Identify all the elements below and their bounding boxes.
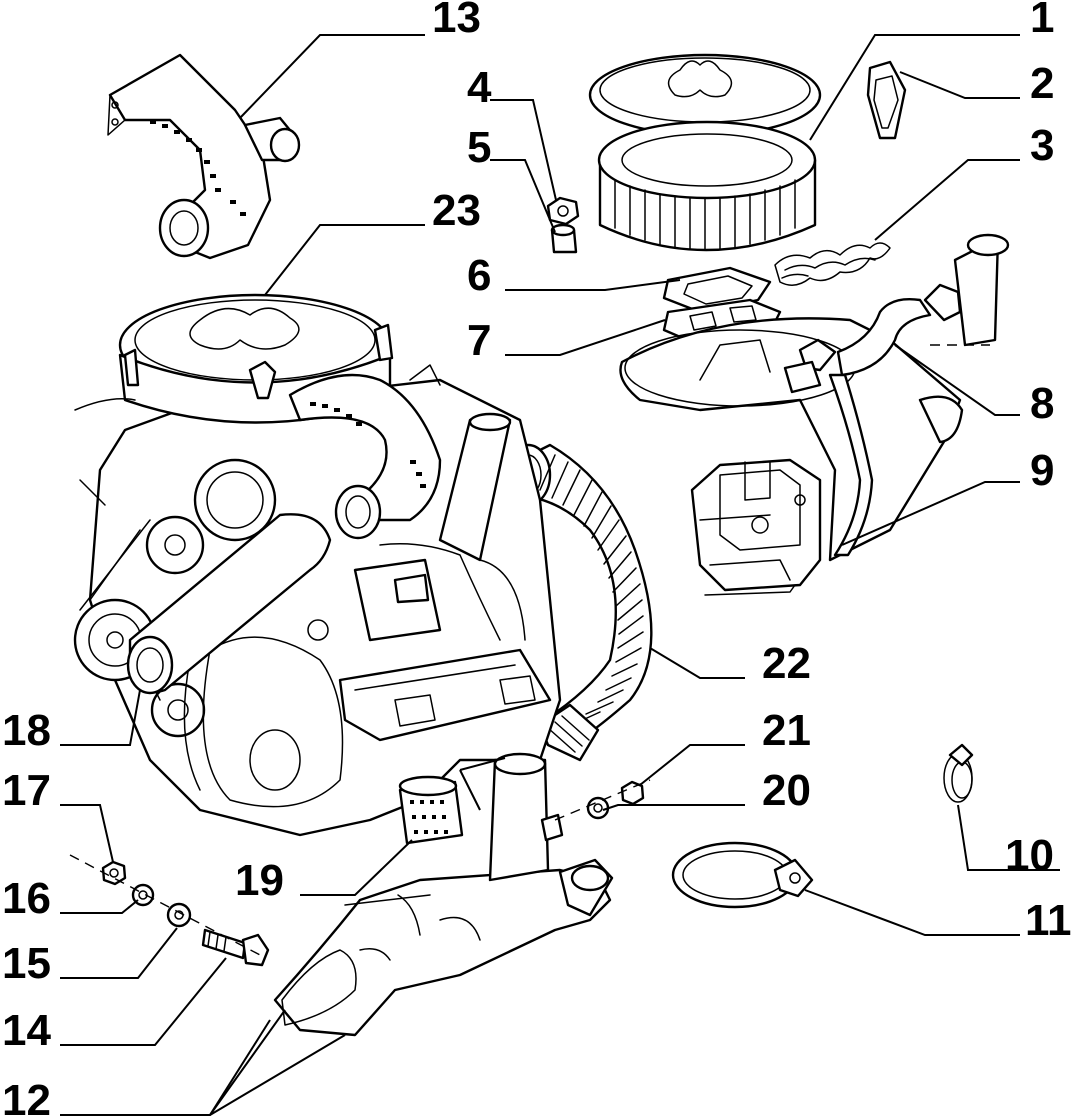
callout-17: 17 (2, 766, 51, 815)
air-filter-lid-and-element (588, 53, 822, 252)
callout-4: 4 (467, 63, 492, 112)
callout-9: 9 (1030, 446, 1054, 495)
spring-clip-part (866, 60, 907, 140)
callout-22: 22 (762, 639, 811, 688)
callout-23: 23 (432, 186, 481, 235)
carburetor-part (690, 458, 822, 596)
callout-14: 14 (2, 1006, 51, 1055)
callout-1: 1 (1030, 0, 1054, 42)
callout-13: 13 (432, 0, 481, 42)
gasket-chain-part (774, 242, 891, 286)
callout-18: 18 (2, 706, 51, 755)
callout-6: 6 (467, 251, 491, 300)
callout-20: 20 (762, 766, 811, 815)
heat-shroud-part (273, 752, 614, 1037)
callout-11: 11 (1025, 896, 1072, 945)
sleeve-part (398, 775, 464, 845)
callout-7: 7 (467, 316, 491, 365)
callout-21: 21 (762, 706, 811, 755)
callout-3: 3 (1030, 121, 1054, 170)
callout-16: 16 (2, 874, 51, 923)
callout-15: 15 (2, 939, 51, 988)
leader-lines (60, 34, 1060, 1116)
engine-assembly (73, 293, 562, 837)
callout-12: 12 (2, 1076, 51, 1120)
carburetor-gaskets (662, 266, 782, 344)
air-filter-base-part (619, 233, 1010, 562)
callout-5: 5 (467, 123, 491, 172)
callout-8: 8 (1030, 379, 1054, 428)
callout-10: 10 (1005, 831, 1054, 880)
band-clamp-part (671, 841, 814, 909)
intake-elbow-part (107, 53, 301, 260)
callout-19: 19 (235, 856, 284, 905)
hose-clip-part (943, 743, 974, 803)
callout-2: 2 (1030, 59, 1054, 108)
